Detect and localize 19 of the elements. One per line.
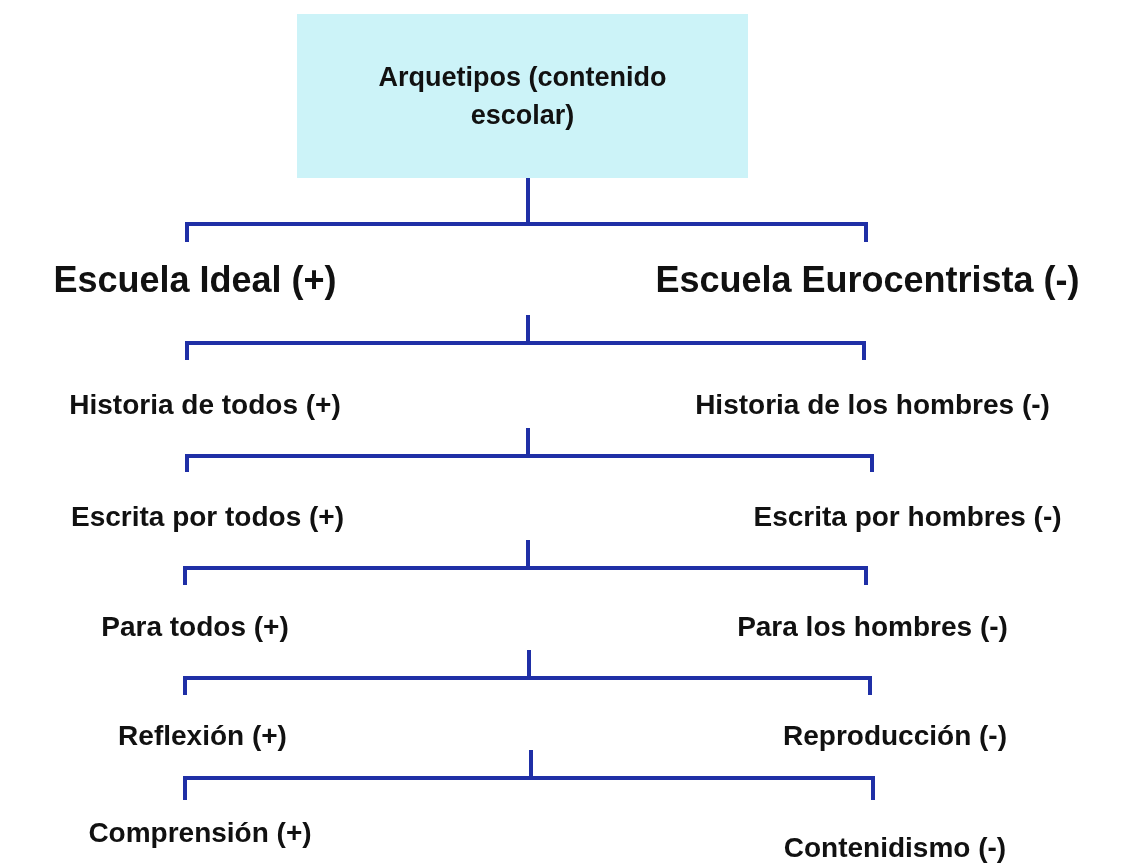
- heading-box: [297, 14, 748, 178]
- category-label: Comprensión (+): [30, 800, 370, 866]
- category-label: Escrita por todos (+): [5, 472, 410, 562]
- bracket-connector: [526, 178, 868, 242]
- bracket-connector: [526, 540, 868, 585]
- bracket-connector: [526, 428, 874, 472]
- category-label: Escuela Ideal (+): [5, 242, 385, 318]
- category-label: Contenidismo (-): [725, 800, 1065, 864]
- category-label: Historia de todos (+): [5, 360, 405, 450]
- category-label: Escrita por hombres (-): [680, 472, 1135, 562]
- category-label: Para todos (+): [45, 585, 345, 669]
- category-label: Escuela Eurocentrista (-): [595, 242, 1140, 318]
- category-label: Reflexión (+): [70, 695, 335, 777]
- bracket-connector: [526, 315, 866, 360]
- category-label: Reproducción (-): [725, 695, 1065, 777]
- heading-text: Arquetipos (contenido escolar): [377, 61, 668, 132]
- category-label: Para los hombres (-): [670, 585, 1075, 669]
- category-label: Historia de los hombres (-): [610, 360, 1135, 450]
- bracket-connector: [527, 650, 872, 695]
